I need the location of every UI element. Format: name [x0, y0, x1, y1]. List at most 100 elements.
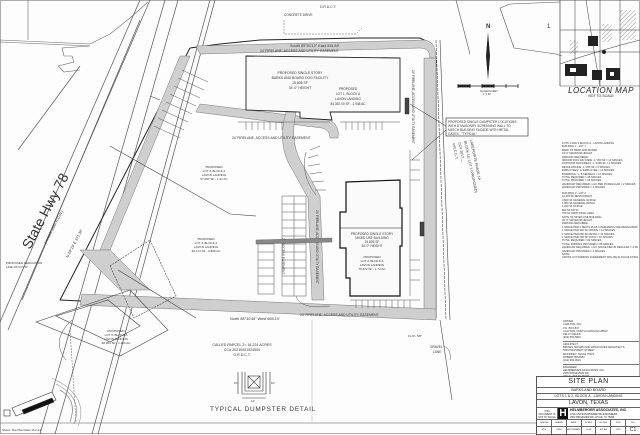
svg-text:LAVON LANDING: LAVON LANDING	[360, 263, 385, 267]
sheet-number: C1	[629, 427, 637, 433]
project-lots: LOTS 1 & 2, BLOCK A - LAVON LANDING	[537, 394, 640, 400]
gravel-lane: GRAVEL LANE	[430, 345, 443, 354]
dumpster-detail-title: TYPICAL DUMPSTER DETAIL	[210, 406, 316, 413]
lot-4-label: PROPOSED LOT 4, BLOCK A LAVON LANDING 39…	[192, 237, 222, 253]
svg-text:30'-0" HEIGHT: 30'-0" HEIGHT	[361, 244, 382, 248]
top-street-label: D.R.D.C.T.	[320, 5, 336, 9]
svg-text:PROPOSED SINGLE DUMPSTER LOCAT: PROPOSED SINGLE DUMPSTER LOCATIONS	[448, 120, 516, 124]
dumpster-dim-right: 10'	[271, 381, 275, 385]
svg-text:PROPOSED: PROPOSED	[197, 237, 215, 241]
building-1-label: PROPOSED SINGLE STORY BARKS AND BOARD DO…	[272, 71, 329, 90]
dumpster-enclosures	[404, 97, 425, 237]
svg-text:39,174 SF - 0.899 AC: 39,174 SF - 0.899 AC	[192, 249, 222, 253]
parking-stalls-lot-1	[238, 121, 400, 130]
dumpster-detail	[237, 372, 271, 399]
cross-access-bar	[255, 237, 333, 245]
svg-text:LINE OF R.O.W.: LINE OF R.O.W.	[6, 265, 28, 269]
access-easement-label: 24' ACCESS EASEMENT	[281, 238, 285, 274]
svg-text:LAVON LANDING: LAVON LANDING	[194, 245, 219, 249]
parking-stalls-south	[295, 295, 420, 308]
fire-lane-north-label: 24' FIRELANE, ACCESS AND UTILITY EASEMEN…	[260, 49, 339, 53]
lot-5-outline	[35, 289, 169, 357]
north-boundary-bearing: South 89°01'12" East 318.89'	[290, 44, 340, 48]
parking-stalls-west	[153, 69, 209, 139]
fl-label: FL IP- 5/8"	[408, 334, 422, 338]
dumpster-dim-left: 10'	[234, 381, 238, 385]
existing-structure	[3, 319, 82, 427]
south-boundary-bearing: North 88°30'46" West 665.19'	[230, 317, 280, 321]
firm-info: HELMBERGER ASSOCIATES, INC. CIVIL AND EN…	[570, 408, 628, 419]
svg-text:CC# 20210001524500: CC# 20210001524500	[224, 348, 260, 352]
svg-text:57,057 SF - 1.31 AC: 57,057 SF - 1.31 AC	[200, 177, 228, 181]
lot-2-label: PROPOSED LOT 2, BLOCK A LAVON LANDING 75…	[358, 255, 386, 271]
dumpster-icon	[404, 97, 410, 115]
project-name: BARKS AND BOARD	[537, 388, 640, 394]
sheet-title: SITE PLAN	[537, 377, 640, 388]
svg-text:CC# 2017__: CC# 2017__	[457, 142, 465, 164]
scale-bar-sub: 1" = 60'	[483, 93, 492, 96]
lot-lines	[109, 39, 453, 401]
svg-text:PROPOSED DEDICATION: PROPOSED DEDICATION	[6, 261, 42, 265]
svg-text:PROPOSED SINGLE STORY: PROPOSED SINGLE STORY	[351, 232, 394, 236]
concrete-drive-outline	[283, 20, 363, 35]
firm-row: THIS DOCUMENT IS NOT TO SCALE H HELMBERG…	[537, 408, 640, 420]
parking-stalls-east	[409, 150, 420, 296]
svg-text:LANE: LANE	[433, 350, 441, 354]
svg-text:LOT 1, BLOCK A: LOT 1, BLOCK A	[336, 92, 361, 96]
fire-lane-vertical-label: 24' FIRELANE, ACCESS AND UTILITY EASEMEN…	[315, 210, 319, 284]
svg-text:O.R.D.C.T.: O.R.D.C.T.	[233, 353, 251, 357]
svg-text:84,392.00 SF - 1.948 AC: 84,392.00 SF - 1.948 AC	[330, 102, 366, 106]
svg-text:LOT 2, BLOCK A: LOT 2, BLOCK A	[361, 259, 384, 263]
called-parcel-label: CALLED PARCEL 2= 18.224 ACRES CC# 202100…	[212, 343, 272, 357]
parking-stalls-curve	[304, 145, 326, 196]
north-arrow-icon: N	[486, 24, 490, 80]
adjacent-parcel-lines	[0, 0, 149, 73]
title-block-headers: DESIGN DRAWN DATE SCALE NOTES FILE NO.	[537, 420, 640, 427]
west-boundary-bearing: N 29°19' E 371.35'	[65, 229, 83, 259]
fire-lane-south-label: 24' FIRELANE, ACCESS AND UTILITY EASEMEN…	[300, 313, 379, 317]
dumpster-dim-bottom: 12'	[251, 399, 255, 403]
parking-stalls-lot-2	[257, 195, 307, 297]
location-map-subtitle: NOT TO SCALE	[588, 94, 614, 98]
fire-lane-easements	[79, 39, 437, 321]
title-block: SITE PLAN BARKS AND BOARD LOTS 1 & 2, BL…	[536, 376, 640, 435]
svg-text:GATES - "TYPICAL": GATES - "TYPICAL"	[448, 132, 477, 136]
svg-text:34'-0" HEIGHT: 34'-0" HEIGHT	[289, 86, 311, 90]
building-2-label: PROPOSED SINGLE STORY MIXED USE BUILDING…	[351, 232, 394, 248]
site-data-notes: LOTS 1 AND 2,BLOCK A - LAVON LANDING BUI…	[562, 142, 638, 260]
svg-text:PROPOSED: PROPOSED	[363, 255, 381, 259]
proposed-dedication-label: PROPOSED DEDICATION LINE OF R.O.W.	[6, 261, 42, 269]
location-map-label: LOCATION MAP NOT TO SCALE	[566, 86, 636, 98]
lot-number-1: 1	[547, 24, 551, 30]
parcel-1-outline	[455, 0, 563, 57]
svg-text:LOT 3, BLOCK A: LOT 3, BLOCK A	[203, 169, 226, 173]
contacts-block: OWNER: CARLTON, INC. P.O. BOX 847 CLAYTO…	[563, 320, 639, 385]
svg-text:PROPOSED SINGLE STORY: PROPOSED SINGLE STORY	[277, 71, 323, 75]
lot-3-label: PROPOSED LOT 3, BLOCK A LAVON LANDING 57…	[200, 165, 228, 181]
firm-logo-icon: H	[558, 408, 568, 419]
fire-lane-middle-label: 24' FIRELANE, ACCESS AND UTILITY EASEMEN…	[232, 136, 311, 140]
svg-text:48,954 SF - 1.124 AC: 48,954 SF - 1.124 AC	[102, 341, 132, 345]
lot-5-label: PROPOSED LOT 5, BLOCK A LAVON LANDING 48…	[102, 329, 132, 345]
svg-text:15,805 SF: 15,805 SF	[292, 81, 308, 85]
svg-text:GRAVEL: GRAVEL	[430, 345, 443, 349]
dumpster-callout: PROPOSED SINGLE DUMPSTER LOCATIONS WITH …	[409, 103, 529, 161]
title-block-values: RLH KWH SEPTEMBER 2021 1"=60' SPLAN 2021…	[537, 427, 640, 434]
scale-bar-label: SCALE IN FEET	[480, 90, 498, 93]
svg-text:WITH 8' MASONRY SCREENING WALL: WITH 8' MASONRY SCREENING WALL TO	[448, 124, 511, 128]
svg-text:PROPOSED: PROPOSED	[107, 329, 125, 333]
fire-lane-east-label: 24' FIRELANE, ACCESS AND UTILITY EASEMEN…	[411, 70, 415, 144]
location-map-title: LOCATION MAP	[568, 86, 634, 95]
svg-text:LOT 5, BLOCK A: LOT 5, BLOCK A	[105, 333, 128, 337]
svg-text:PROPOSED: PROPOSED	[339, 87, 358, 91]
svg-text:N: N	[486, 24, 490, 30]
svg-text:LAVON LANDING: LAVON LANDING	[335, 97, 361, 101]
svg-text:15,805 SF: 15,805 SF	[365, 240, 380, 244]
location-map	[559, 0, 640, 87]
bottom-left-note: Sheet: Site Plan Date: 8-2-21	[2, 428, 41, 432]
svg-text:BARKS AND BOARD DOG FACILITY: BARKS AND BOARD DOG FACILITY	[272, 76, 329, 80]
svg-text:MATCH BUILDING FACADE WITH MET: MATCH BUILDING FACADE WITH METAL	[448, 128, 509, 132]
dumpster-icon	[419, 221, 425, 237]
building-2	[339, 179, 403, 297]
